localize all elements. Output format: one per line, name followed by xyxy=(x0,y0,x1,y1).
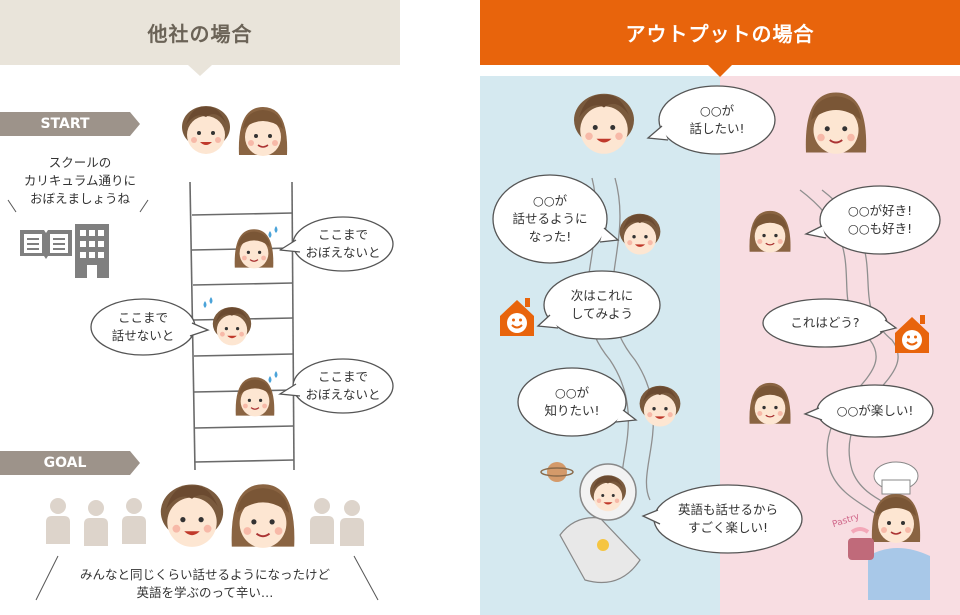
bubble-speak: ここまで話せないと xyxy=(111,310,175,343)
planet-icon xyxy=(540,462,574,482)
astronaut xyxy=(559,463,641,584)
start-tag-arrow xyxy=(130,112,140,136)
bubble-memorize-1: ここまでおぼえないと xyxy=(305,227,381,260)
bubble-how: これはどう? xyxy=(790,315,860,330)
bubble-fun: ○○が楽しい! xyxy=(836,403,914,418)
bubble-can-talk: ○○が話せるようになった! xyxy=(512,193,588,244)
goal-girl xyxy=(230,483,296,549)
chef-hat-icon xyxy=(873,461,919,495)
chef-girl xyxy=(848,461,930,600)
start-tag: START xyxy=(0,112,130,136)
teacher-speech: スクールのカリキュラム通りにおぼえましょうね xyxy=(23,155,137,206)
crowd-person xyxy=(84,500,108,546)
goal-caption: みんなと同じくらい話せるようになったけど英語を学ぶのって辛い… xyxy=(79,567,330,600)
bubble-final: 英語も話せるからすごく楽しい! xyxy=(677,502,778,535)
student-girl-ladder-1 xyxy=(234,228,274,269)
bubble-like: ○○が好き!○○も好き! xyxy=(847,203,913,236)
goal-tag-arrow xyxy=(130,451,140,475)
speech-bubbles-left xyxy=(90,216,394,414)
left-header: 他社の場合 xyxy=(0,0,400,65)
student-girl-ladder-2 xyxy=(235,376,275,418)
building-icon xyxy=(75,224,109,278)
speech-bubbles-right xyxy=(492,85,941,554)
bubble-want-talk: ○○が話したい! xyxy=(689,103,745,136)
student-boy-ladder xyxy=(212,307,252,346)
bubble-want-know: ○○が知りたい! xyxy=(544,385,600,418)
bubble-memorize-2: ここまでおぼえないと xyxy=(305,369,381,402)
right-header: アウトプットの場合 xyxy=(480,0,960,65)
crowd-person xyxy=(340,500,364,546)
goal-boy xyxy=(160,484,224,547)
crowd-person xyxy=(122,498,146,544)
crowd-person xyxy=(46,498,70,544)
crowd-person xyxy=(310,498,334,544)
sweat-drops-icon xyxy=(203,226,278,383)
winding-ladder-pink xyxy=(799,189,901,521)
student-boy-start xyxy=(182,106,230,154)
book-icon xyxy=(20,230,72,259)
left-panel xyxy=(7,65,394,601)
student-girl-start xyxy=(238,106,288,157)
bubble-next: 次はこれにしてみよう xyxy=(570,288,634,321)
right-header-pointer xyxy=(708,65,732,77)
right-panel xyxy=(480,65,960,615)
left-header-pointer xyxy=(188,65,212,76)
goal-tag: GOAL xyxy=(0,451,130,475)
